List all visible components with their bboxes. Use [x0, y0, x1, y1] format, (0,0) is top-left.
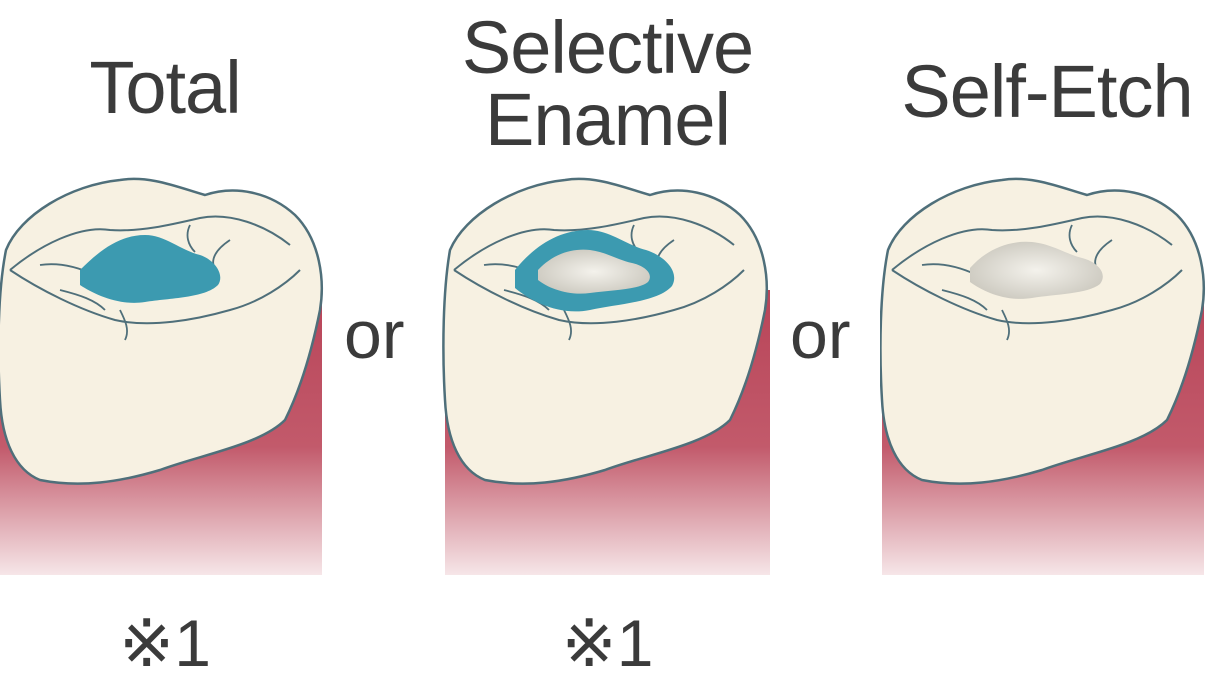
cavity-dentin-unetched: [538, 249, 650, 294]
panel-self-etch: Self-Etch: [880, 0, 1214, 681]
cavity-self-etch: [970, 241, 1103, 299]
tooth-self-etch-illustration: [880, 177, 1205, 575]
panel-title-total: Total: [89, 46, 241, 129]
panel-note-selective-enamel: ※1: [561, 606, 654, 680]
separator-or-1: or: [344, 297, 405, 373]
separator-or-2: or: [790, 297, 851, 373]
panel-selective-enamel: Selective Enamel ※1: [440, 0, 775, 681]
occlusal-outline: [891, 215, 1183, 325]
tooth-crown: [880, 177, 1205, 485]
panel-title-self-etch: Self-Etch: [901, 50, 1193, 133]
etchant-area-total: [80, 235, 221, 303]
fissure-lines: [483, 224, 675, 341]
fissure-lines: [39, 224, 231, 341]
panel-note-total: ※1: [118, 606, 211, 680]
tooth-total-etch-illustration: [0, 177, 323, 575]
occlusal-outline: [453, 215, 745, 325]
tooth-selective-enamel-etch-illustration: [442, 177, 770, 575]
tooth-crown: [442, 177, 768, 485]
panel-total: Total ※1: [0, 0, 330, 681]
panel-title-selective-enamel: Selective Enamel: [461, 6, 754, 161]
tooth-crown: [0, 177, 323, 485]
fissure-lines: [921, 224, 1113, 341]
occlusal-outline: [9, 215, 301, 325]
